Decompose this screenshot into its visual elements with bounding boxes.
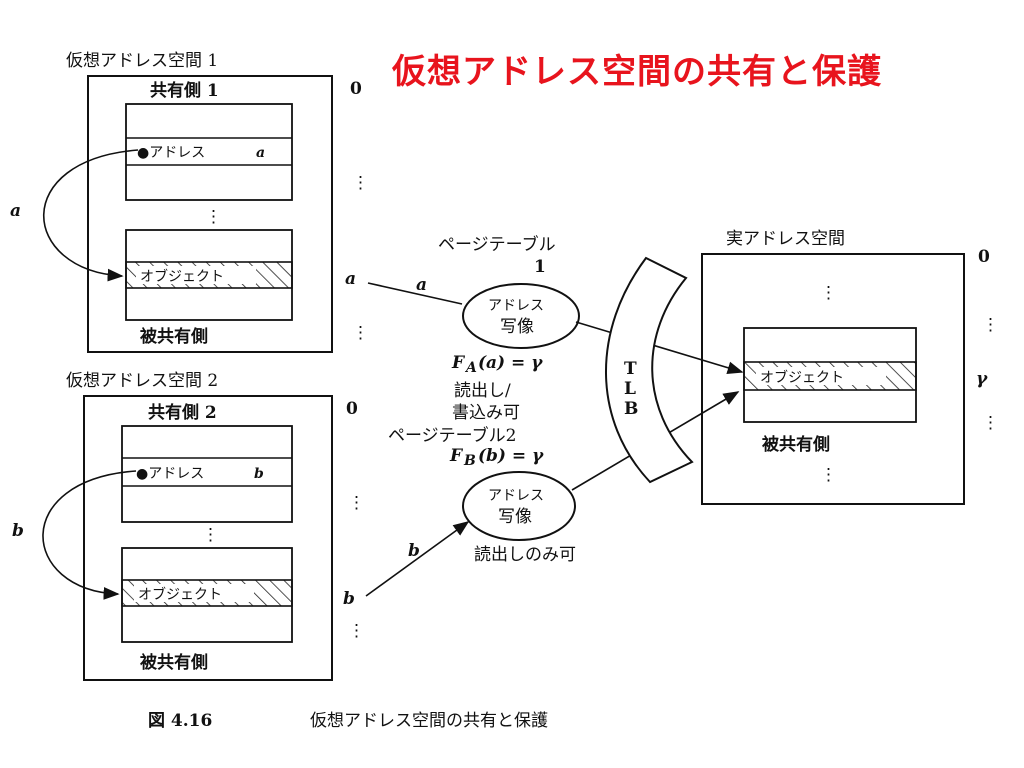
space2-zero: 0 xyxy=(346,399,358,419)
perm1-line2: 書込み可 xyxy=(452,403,520,423)
perm2: 読出しのみ可 xyxy=(474,545,576,565)
real-side-ellipsis-1: ⋮ xyxy=(982,315,999,335)
space2-shared-side: 共有側 2 xyxy=(148,402,217,423)
func-a-rest: (a) = γ xyxy=(478,353,543,373)
space1-shared-by: 被共有側 xyxy=(140,326,208,347)
tlb-l: L xyxy=(624,379,636,399)
real-frame xyxy=(701,253,965,505)
space2-object-label: オブジェクト xyxy=(138,586,222,603)
space2-shared-by: 被共有側 xyxy=(140,652,208,673)
space2-address-label: ●アドレス xyxy=(136,466,204,482)
func-b-sub: B xyxy=(463,453,476,469)
caption-fig: 図 4.16 xyxy=(148,711,212,731)
map1-line1: アドレス xyxy=(488,298,544,314)
space1-address-label: ●アドレス xyxy=(137,145,205,161)
tlb-band xyxy=(605,256,694,484)
space2-arc xyxy=(42,470,137,600)
func-a-f: F xyxy=(451,353,466,373)
line-a-to-map1 xyxy=(367,282,463,305)
page-table-1-num: 1 xyxy=(534,257,546,277)
line-b-to-map2 xyxy=(365,521,470,597)
space1-side-ellipsis-1: ⋮ xyxy=(352,173,369,193)
real-title: 実アドレス空間 xyxy=(726,229,845,249)
space1-inner-ellipsis: ⋮ xyxy=(205,207,222,227)
space2-side-ellipsis-2: ⋮ xyxy=(348,621,365,641)
virtual-space-2: 仮想アドレス空間 2 共有側 2 0 ●アドレス b ⋮ ⋮ ⋮ オブジェクト … xyxy=(12,371,365,681)
space1-title: 仮想アドレス空間 1 xyxy=(66,51,218,71)
map2-input-label: b xyxy=(408,541,420,561)
space1-address-var: a xyxy=(256,145,265,161)
real-gamma: γ xyxy=(976,369,988,389)
func-a-sub: A xyxy=(464,360,477,376)
space2-address-var: b xyxy=(254,466,264,482)
space1-object-label: オブジェクト xyxy=(140,268,224,285)
space1-frame xyxy=(87,75,333,353)
space2-out-label: b xyxy=(343,589,355,609)
real-inner-ellipsis-2: ⋮ xyxy=(820,465,837,485)
real-shared-by: 被共有側 xyxy=(762,434,830,455)
space2-inner-ellipsis: ⋮ xyxy=(202,525,219,545)
real-inner-ellipsis-1: ⋮ xyxy=(820,283,837,303)
line-map1-to-real xyxy=(575,321,744,374)
page-table-2-title: ページテーブル2 xyxy=(388,425,516,446)
real-zero: 0 xyxy=(978,247,990,267)
func-b-f: F xyxy=(449,446,464,466)
virtual-space-1: 仮想アドレス空間 1 共有側 1 0 ●アドレス a ⋮ ⋮ ⋮ オブジェクト … xyxy=(10,51,369,353)
space1-zero: 0 xyxy=(350,79,362,99)
map1-line2: 写像 xyxy=(500,317,534,337)
tlb-t: T xyxy=(624,359,637,379)
space2-page-block xyxy=(121,425,293,523)
space2-title: 仮想アドレス空間 2 xyxy=(66,371,218,391)
space2-frame xyxy=(83,395,333,681)
real-space: 実アドレス空間 0 ⋮ ⋮ オブジェクト γ ⋮ 被共有側 ⋮ xyxy=(701,229,999,505)
tlb-b: B xyxy=(624,399,638,419)
space2-side-ellipsis-1: ⋮ xyxy=(348,493,365,513)
space1-out-label: a xyxy=(345,269,356,289)
space1-shared-side: 共有側 1 xyxy=(150,80,219,101)
map2-ellipse xyxy=(462,471,576,541)
space1-arc xyxy=(43,149,139,282)
map2-line2: 写像 xyxy=(498,507,532,527)
space2-arc-label: b xyxy=(12,521,24,541)
slide-title: 仮想アドレス空間の共有と保護 xyxy=(392,52,882,92)
space1-arc-label: a xyxy=(10,201,21,221)
real-side-ellipsis-2: ⋮ xyxy=(982,413,999,433)
space1-side-ellipsis-2: ⋮ xyxy=(352,323,369,343)
mapping-section: ページテーブル 1 a アドレス 写像 F A (a) = γ 読出し/ 書込み… xyxy=(365,234,744,597)
map1-ellipse xyxy=(462,283,580,349)
page-table-1-title: ページテーブル xyxy=(438,234,556,255)
figure-caption: 図 4.16 仮想アドレス空間の共有と保護 xyxy=(148,711,548,731)
func-b-rest: (b) = γ xyxy=(478,446,544,466)
caption-text: 仮想アドレス空間の共有と保護 xyxy=(310,711,548,731)
map2-line1: アドレス xyxy=(488,488,544,504)
perm1-line1: 読出し/ xyxy=(454,381,511,401)
map1-input-label: a xyxy=(416,275,427,295)
real-object-label: オブジェクト xyxy=(760,369,844,386)
